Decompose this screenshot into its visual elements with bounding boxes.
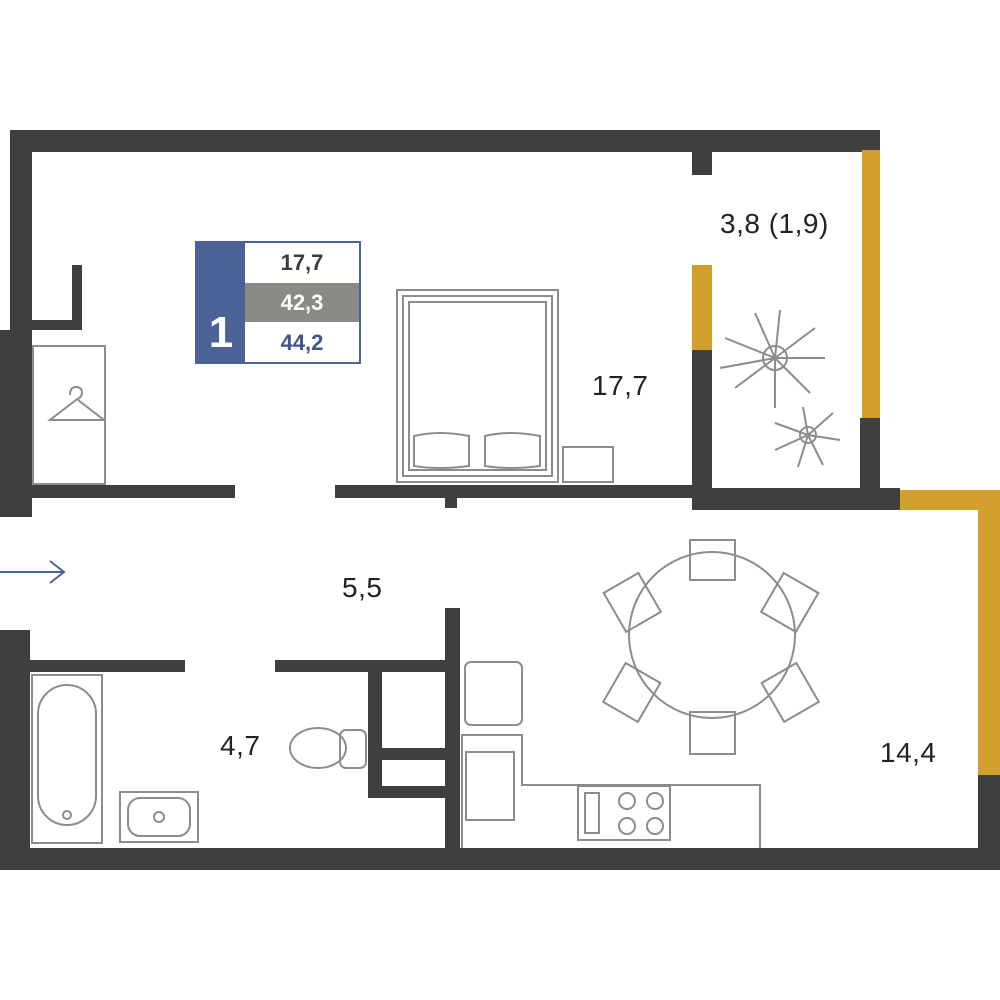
room-count: 1: [197, 243, 245, 362]
plant-icon: [719, 309, 841, 468]
area-without-balcony: 42,3: [245, 283, 359, 322]
stove-icon: [618, 792, 664, 835]
dining-table-icon: [601, 539, 821, 755]
balcony-walls: [692, 150, 1000, 775]
walls: [0, 130, 1000, 870]
hallway-area-label: 5,5: [342, 572, 383, 603]
apartment-summary-badge: 1 17,7 42,3 44,2: [195, 241, 361, 364]
total-area: 44,2: [280, 329, 324, 355]
kitchen-counter: [461, 734, 761, 848]
hanger-icon: [47, 385, 107, 421]
toilet-icon: [289, 727, 367, 769]
wardrobe: [32, 345, 107, 485]
bed-icon: [396, 289, 559, 483]
bedroom-area-label: 17,7: [592, 370, 649, 401]
fridge: [464, 661, 523, 726]
kitchen-area-label: 14,4: [880, 737, 937, 768]
entrance-arrow-icon: [0, 560, 66, 584]
balcony-area-label: 3,8 (1,9): [720, 208, 829, 239]
bathroom-area-label: 4,7: [220, 730, 261, 761]
nightstand: [562, 446, 614, 483]
sink-icon: [119, 791, 199, 843]
living-area: 17,7: [280, 249, 324, 275]
bathtub-icon: [31, 674, 103, 844]
